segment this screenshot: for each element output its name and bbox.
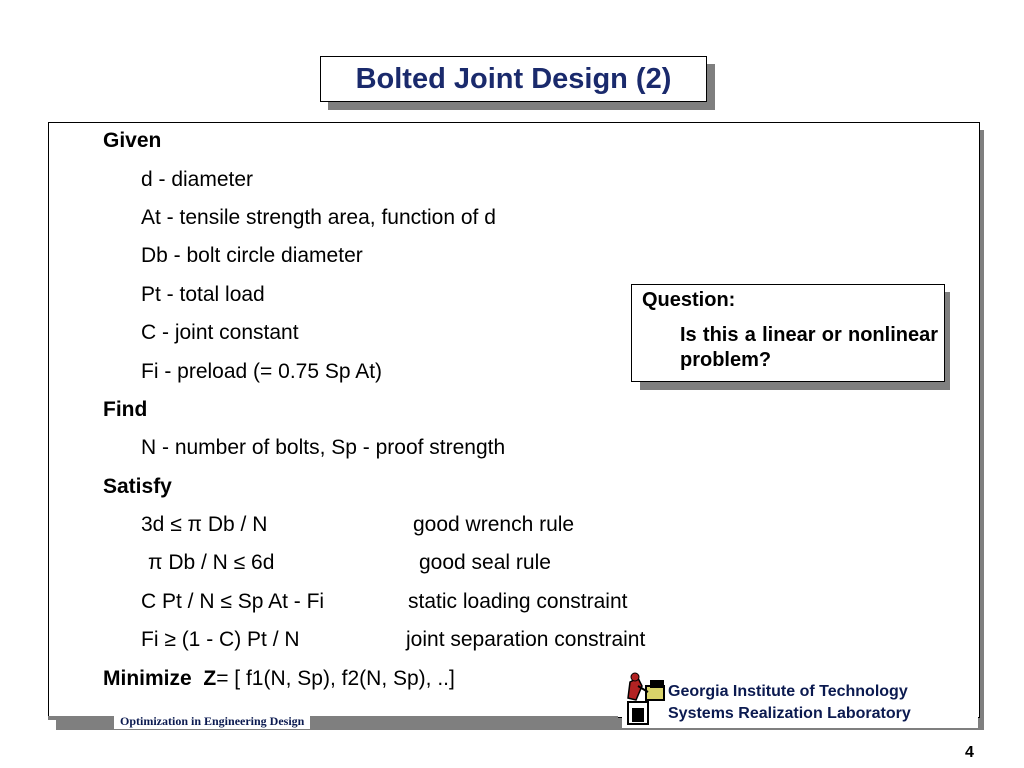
minimize-line: Minimize Z= [ f1(N, Sp), f2(N, Sp), ..] bbox=[103, 667, 455, 691]
constraint-expr: Fi ≥ (1 - C) Pt / N bbox=[141, 628, 300, 651]
srl-logo-icon bbox=[627, 672, 665, 725]
constraint-expr: π Db / N ≤ 6d bbox=[148, 551, 275, 574]
constraint-desc: good wrench rule bbox=[413, 513, 575, 536]
given-item: Fi - preload (= 0.75 Sp At) bbox=[141, 360, 383, 383]
institution-name: Georgia Institute of Technology bbox=[668, 683, 908, 700]
given-item: At - tensile strength area, function of … bbox=[141, 206, 496, 229]
given-item: Pt - total load bbox=[141, 283, 265, 306]
constraint-desc: good seal rule bbox=[419, 551, 551, 574]
find-item: N - number of bolts, Sp - proof strength bbox=[141, 436, 506, 459]
given-item: C - joint constant bbox=[141, 321, 299, 344]
constraint-expr: C Pt / N ≤ Sp At - Fi bbox=[141, 590, 325, 613]
logo-area bbox=[622, 676, 978, 728]
given-heading: Given bbox=[103, 129, 162, 152]
minimize-heading: Minimize bbox=[103, 667, 192, 690]
minimize-var: Z bbox=[203, 667, 217, 690]
slide-title: Bolted Joint Design (2) bbox=[355, 62, 672, 95]
question-title: Question: bbox=[642, 289, 736, 311]
constraint-expr: 3d ≤ π Db / N bbox=[141, 513, 268, 536]
question-box: Question: Is this a linear or nonlinear … bbox=[631, 284, 945, 382]
page-number: 4 bbox=[965, 744, 974, 761]
question-body: Is this a linear or nonlinear problem? bbox=[680, 324, 938, 371]
lab-name: Systems Realization Laboratory bbox=[668, 705, 911, 722]
satisfy-heading: Satisfy bbox=[103, 475, 172, 498]
given-item: d - diameter bbox=[141, 168, 254, 191]
constraint-desc: joint separation constraint bbox=[406, 628, 646, 651]
course-name: Optimization in Engineering Design bbox=[114, 714, 311, 729]
minimize-expr: = [ f1(N, Sp), f2(N, Sp), ..] bbox=[216, 667, 455, 690]
constraint-desc: static loading constraint bbox=[408, 590, 628, 613]
find-heading: Find bbox=[103, 398, 148, 421]
title-box: Bolted Joint Design (2) bbox=[320, 56, 707, 102]
footer-divider-shadow bbox=[48, 716, 618, 720]
given-item: Db - bolt circle diameter bbox=[141, 244, 363, 267]
main-content-box bbox=[48, 122, 980, 718]
